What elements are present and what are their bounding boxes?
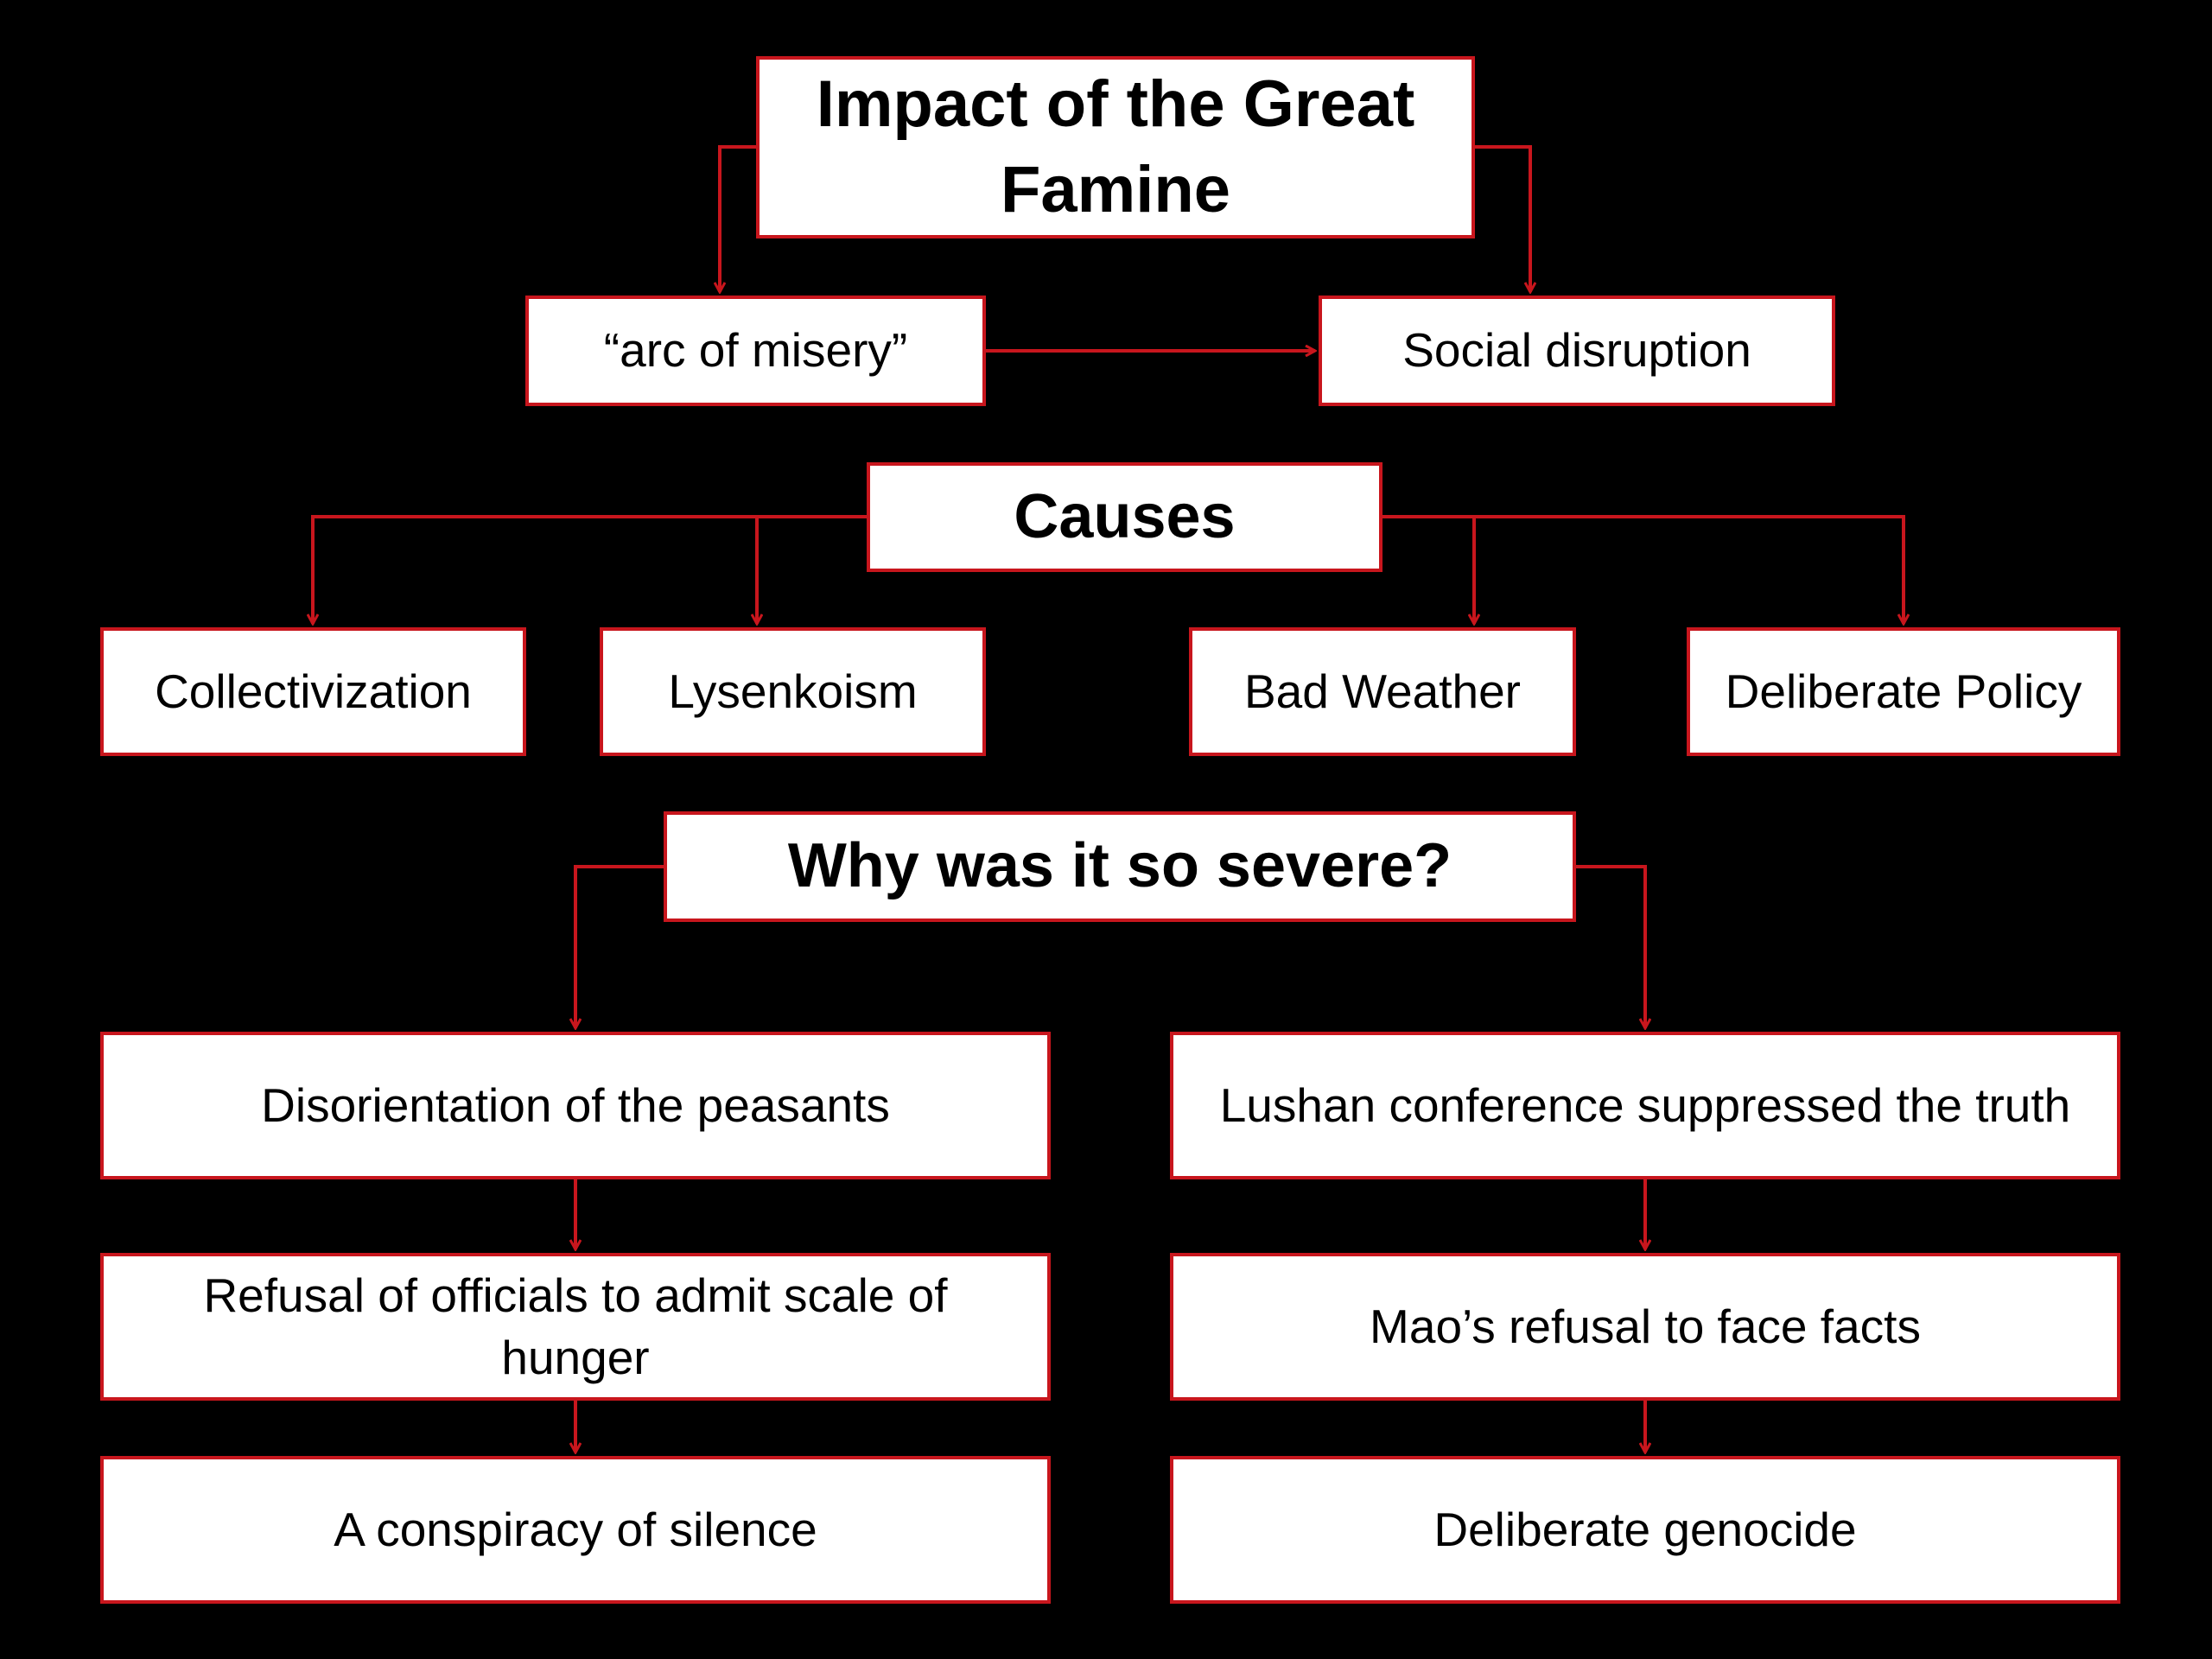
cause-box-bad-weather: Bad Weather [1189,627,1576,756]
cause-box-lysenkoism: Lysenkoism [600,627,986,756]
cause-label: Bad Weather [1243,664,1521,718]
social-disruption-box: Social disruption [1319,296,1835,406]
diagram-title: Impact of the Great Famine [816,67,1415,226]
severity-label: Lushan conference suppressed the truth [1219,1077,2071,1132]
severity-label: Mao’s refusal to face facts [1370,1299,1921,1353]
arrow-title-to-social [1475,145,1530,292]
severity-label: Refusal of officials to admit scale of h… [203,1268,948,1384]
arc-of-misery-box: “arc of misery” [525,296,986,406]
cause-label: Deliberate Policy [1725,664,2082,718]
severity-label: A conspiracy of silence [334,1502,817,1556]
causes-heading: Causes [1014,481,1236,551]
causes-heading-box: Causes [867,462,1382,572]
cause-label: Lysenkoism [668,664,918,718]
social-disruption-label: Social disruption [1402,323,1751,378]
cause-box-deliberate-policy: Deliberate Policy [1687,627,2120,756]
arrow-causes-to-collectivization [313,515,867,624]
arrow-causes-to-lysenkoism [757,515,867,624]
cause-label: Collectivization [155,664,472,718]
severity-heading-box: Why was it so severe? [664,811,1576,922]
arrow-title-to-arc [720,145,756,292]
diagram-title-box: Impact of the Great Famine [756,56,1475,238]
severity-label: Deliberate genocide [1433,1502,1857,1556]
arrow-why-to-lushan [1576,865,1645,1028]
arrow-causes-to-bad-weather [1382,515,1474,624]
severity-box-conspiracy: A conspiracy of silence [100,1456,1051,1604]
severity-box-disorientation: Disorientation of the peasants [100,1032,1051,1179]
arrow-causes-to-deliberate-policy [1382,515,1904,624]
arrow-why-to-disorientation [575,865,664,1028]
severity-label: Disorientation of the peasants [261,1077,890,1132]
severity-box-officials-refusal: Refusal of officials to admit scale of h… [100,1253,1051,1401]
severity-heading: Why was it so severe? [787,831,1452,901]
arc-of-misery-label: “arc of misery” [603,323,908,378]
severity-box-lushan: Lushan conference suppressed the truth [1170,1032,2120,1179]
severity-box-genocide: Deliberate genocide [1170,1456,2120,1604]
cause-box-collectivization: Collectivization [100,627,526,756]
severity-box-mao-refusal: Mao’s refusal to face facts [1170,1253,2120,1401]
